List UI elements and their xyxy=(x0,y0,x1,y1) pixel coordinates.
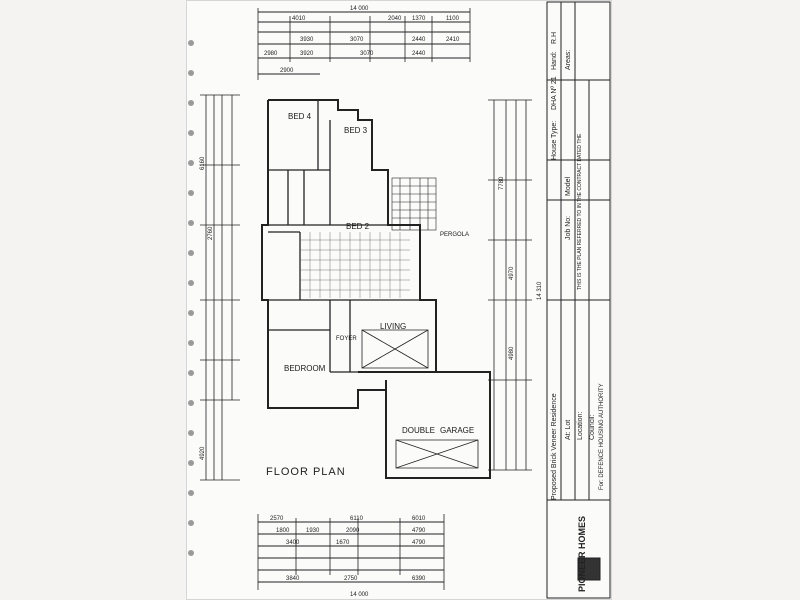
dim-top-2b: 3070 xyxy=(350,37,364,43)
title-block-areas-label: Areas: xyxy=(565,49,572,70)
dim-top-2c: 2440 xyxy=(412,37,426,43)
dim-right-c: 4980 xyxy=(509,346,515,360)
dim-top-3c: 3070 xyxy=(360,51,374,57)
title-block-hand-label: Hand: xyxy=(551,51,558,70)
dim-bot-3b: 1670 xyxy=(336,540,350,546)
room-label-garage-a: DOUBLE xyxy=(402,426,435,435)
title-block-lot-label: At: Lot xyxy=(565,419,572,440)
tiled-floor xyxy=(300,232,410,298)
dim-top-4: 2900 xyxy=(280,68,294,74)
room-label-bed3: BED 3 xyxy=(344,126,368,135)
room-label-foyer: FOYER xyxy=(336,336,357,342)
dim-bot-4c: 6390 xyxy=(412,576,426,582)
dim-bot-2d: 4790 xyxy=(412,528,426,534)
dim-top-1b: 2040 xyxy=(388,16,402,22)
title-block-council-label: Council: xyxy=(589,414,596,440)
dim-top-overall: 14 000 xyxy=(350,6,369,12)
title-block-company: PIONEER HOMES xyxy=(577,515,587,592)
dim-bot-2a: 1800 xyxy=(276,528,290,534)
title-block-frame xyxy=(546,1,611,599)
dim-bot-3c: 4790 xyxy=(412,540,426,546)
pergola-hatch xyxy=(391,177,437,231)
plan-title: FLOOR PLAN xyxy=(266,466,346,478)
dim-bot-1b: 6110 xyxy=(350,516,364,522)
house-walls xyxy=(261,99,491,479)
title-block: Proposed Brick Veneer Residence House Ty… xyxy=(545,0,612,600)
room-label-bedroom: BEDROOM xyxy=(284,364,326,373)
title-block-location-label: Location: xyxy=(577,411,584,440)
title-block-plan-note: THIS IS THE PLAN REFERRED TO IN THE CONT… xyxy=(577,133,583,290)
room-label-bed4: BED 4 xyxy=(288,112,312,121)
title-block-job-label: Job No: xyxy=(565,215,572,240)
dim-top-1d: 1100 xyxy=(446,16,460,22)
title-block-project: Proposed Brick Veneer Residence xyxy=(551,393,558,500)
dim-right-overall: 14 310 xyxy=(537,281,543,300)
dim-top-1a: 4010 xyxy=(292,16,306,22)
dim-bot-2b: 1930 xyxy=(306,528,320,534)
binder-holes xyxy=(186,0,196,600)
dim-right-a: 7780 xyxy=(499,176,505,190)
room-label-pergola: PERGOLA xyxy=(440,232,470,238)
dim-bot-1c: 6010 xyxy=(412,516,426,522)
dim-bot-4b: 2750 xyxy=(344,576,358,582)
dim-bot-1a: 2570 xyxy=(270,516,284,522)
dim-top-1c: 1370 xyxy=(412,16,426,22)
title-block-house-type-value: DHA Nº 21 xyxy=(551,76,558,110)
dim-left-a: 6160 xyxy=(200,156,206,170)
dim-top-2d: 2410 xyxy=(446,37,460,43)
dim-top-3d: 2440 xyxy=(412,51,426,57)
title-block-for: For: DEFENCE HOUSING AUTHORITY xyxy=(599,383,605,490)
title-block-house-type-label: House Type: xyxy=(551,120,558,160)
dim-top-2a: 3930 xyxy=(300,37,314,43)
room-label-garage-b: GARAGE xyxy=(440,426,475,435)
dim-bot-overall: 14 000 xyxy=(350,592,369,598)
dim-bot-2c: 2090 xyxy=(346,528,360,534)
room-label-bed2: BED 2 xyxy=(346,222,370,231)
room-label-living: LIVING xyxy=(380,322,407,331)
interior-walls xyxy=(268,100,420,373)
dim-left-c: 4920 xyxy=(200,446,206,460)
dim-left-b: 2760 xyxy=(208,226,214,240)
title-block-hand-value: R.H xyxy=(551,31,558,44)
dim-right-b: 4970 xyxy=(509,266,515,280)
dim-top-3b: 3920 xyxy=(300,51,314,57)
dim-bot-4a: 3840 xyxy=(286,576,300,582)
dim-top-3a: 2980 xyxy=(264,51,278,57)
title-block-model-label: Model xyxy=(565,176,572,196)
dim-bot-3a: 3400 xyxy=(286,540,300,546)
